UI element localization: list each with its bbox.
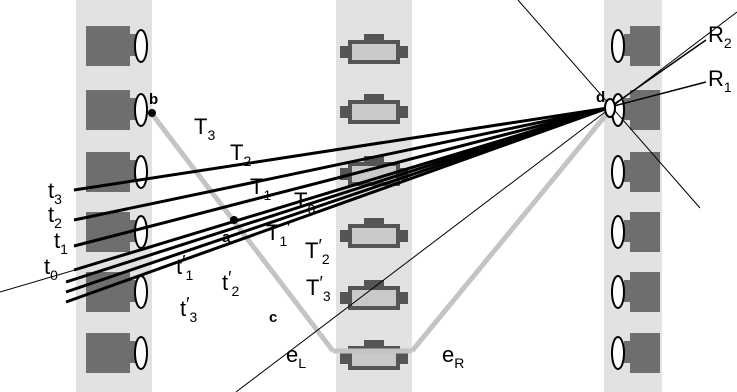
label-R2: R2 bbox=[708, 22, 732, 51]
line-to-R1 bbox=[609, 81, 707, 108]
line-to-R2 bbox=[609, 39, 707, 108]
ray-t1-prime bbox=[65, 106, 609, 284]
point-d bbox=[604, 98, 616, 118]
label-t1-prime: t′1 bbox=[176, 252, 194, 283]
gray-path-right bbox=[410, 108, 612, 353]
label-t2: t2 bbox=[48, 202, 62, 231]
camera-icon bbox=[611, 272, 660, 312]
label-t2-prime: t′2 bbox=[222, 268, 240, 299]
camera-side-icon bbox=[340, 280, 408, 310]
camera-side-icon bbox=[340, 34, 408, 64]
label-a: a bbox=[222, 229, 231, 246]
label-T1-prime: T1′ bbox=[266, 218, 291, 249]
label-t3-prime: t′3 bbox=[180, 294, 198, 325]
ray-t3-prime bbox=[65, 106, 609, 304]
point-a bbox=[230, 216, 238, 224]
camera-icon bbox=[86, 333, 148, 373]
label-T2: T2 bbox=[230, 140, 251, 169]
camera-icon bbox=[86, 26, 148, 66]
label-b: b bbox=[149, 91, 158, 108]
label-T0: T0 bbox=[294, 188, 315, 217]
cross-line-2 bbox=[235, 11, 737, 392]
camera-icon bbox=[611, 333, 660, 373]
label-T3-prime: T′3 bbox=[306, 273, 331, 304]
camera-side-icon bbox=[340, 218, 408, 248]
camera-icon bbox=[86, 90, 148, 130]
label-R1: R1 bbox=[708, 66, 732, 95]
camera-icon bbox=[611, 90, 660, 130]
camera-side-icon bbox=[340, 94, 408, 124]
ray-t1 bbox=[73, 106, 609, 248]
ray-t2 bbox=[73, 106, 609, 222]
label-d: d bbox=[596, 89, 605, 106]
camera-icon bbox=[86, 152, 148, 192]
label-t1: t1 bbox=[54, 228, 68, 257]
left-thin-line bbox=[0, 244, 161, 293]
label-T3: T3 bbox=[194, 114, 215, 143]
label-t0: t0 bbox=[44, 254, 58, 283]
camera-icon bbox=[86, 212, 148, 252]
camera-icon bbox=[611, 212, 660, 252]
label-T1: T1 bbox=[250, 174, 271, 203]
label-c: c bbox=[269, 309, 277, 326]
camera-icon bbox=[611, 26, 660, 66]
camera-icon bbox=[611, 152, 660, 192]
label-T2-prime: T′2 bbox=[305, 236, 330, 267]
label-eL: eL bbox=[286, 342, 306, 371]
label-t3: t3 bbox=[48, 178, 62, 207]
ray-t3 bbox=[73, 106, 609, 192]
point-b bbox=[148, 109, 156, 117]
ray-t2-prime bbox=[65, 106, 609, 294]
label-eR: eR bbox=[442, 342, 464, 371]
